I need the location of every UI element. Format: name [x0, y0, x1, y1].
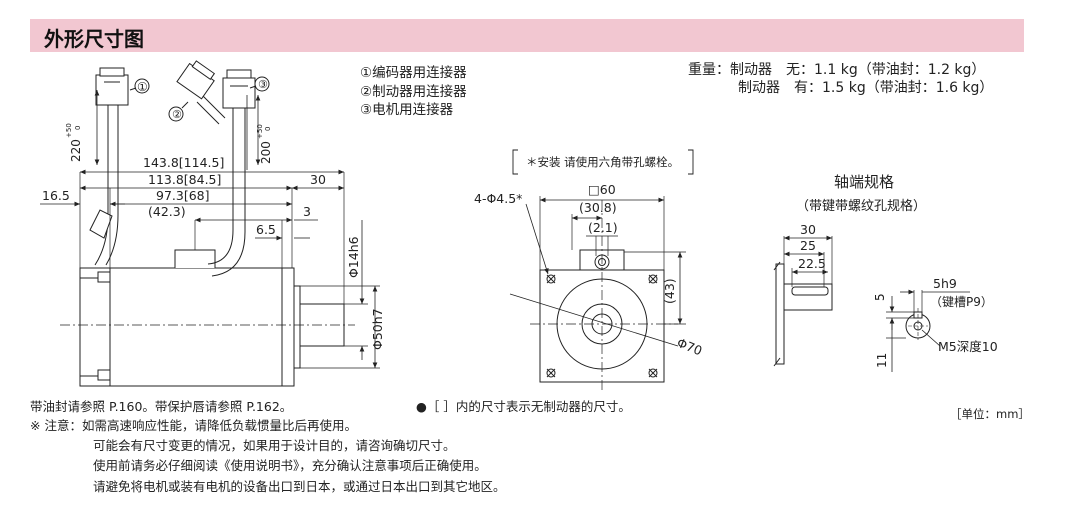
section-title: 外形尺寸图: [44, 27, 144, 51]
dim-3: 3: [303, 204, 311, 219]
dim-spigot-dia: Φ50h7: [370, 308, 385, 350]
shaft-spec-drawing: [773, 235, 970, 372]
dim-square: □60: [588, 182, 616, 197]
dim-308: (30.8): [579, 200, 617, 215]
caution-line-4: 请避免将电机或装有电机的设备出口到日本，或通过日本出口到其它地区。: [93, 479, 506, 494]
connector-legend: ①编码器用连接器 ②制动器用连接器 ③电机用连接器: [360, 64, 467, 120]
dim-shaft-dia: Φ14h6: [346, 236, 361, 278]
spigot: [293, 285, 301, 369]
shaft-spec-subtitle: （带键带螺纹孔规格）: [796, 198, 926, 214]
side-circle-1: ①: [137, 80, 148, 94]
weight-block: 重量：制动器 无：1.1 kg（带油封：1.2 kg）: [688, 61, 985, 79]
dim-shaft-11: 11: [875, 353, 889, 368]
dim-shaft: 30: [310, 172, 326, 187]
side-view: [40, 60, 380, 387]
dim-shaft-25: 25: [800, 238, 816, 253]
weight-label: 重量：: [688, 62, 730, 78]
hole-label: 4-Φ4.5*: [474, 191, 522, 206]
dimension-drawing: 220 +50 0 200 +50 0 ① ② ③ 143.8[114.5] 1…: [40, 60, 998, 392]
legend-brake-connector: ②制动器用连接器: [360, 83, 467, 100]
side-circle-3: ③: [258, 78, 268, 91]
side-circle-2: ②: [172, 108, 182, 121]
caution-line-1: ※ 注意：如需高速响应性能，请降低负载惯量比后再使用。: [30, 418, 357, 433]
install-note: ＊安装 请使用六角带孔螺栓。: [526, 155, 679, 169]
flange: [281, 267, 295, 387]
dim-key-depth: 5: [873, 293, 887, 301]
dim-body2: 97.3[68]: [156, 188, 210, 203]
encoder-connector: [95, 74, 129, 106]
motor-body: [79, 267, 293, 387]
dim-pcd: Φ70: [675, 335, 705, 359]
thread-label: M5深度10: [938, 339, 998, 354]
side-view-labels: 220 +50 0 200 +50 0 ① ② ③ 143.8[114.5] 1…: [42, 78, 385, 350]
front-view-labels: ＊安装 请使用六角带孔螺栓。 4-Φ4.5* □60 (30.8) (2.1) …: [474, 155, 704, 358]
dim-conn: (42.3): [148, 204, 186, 219]
legend-motor-connector: ③电机用连接器: [360, 102, 454, 118]
dim-shaft-225: 22.5: [798, 256, 826, 271]
weight-line-2: 制动器 有：1.5 kg（带油封：1.6 kg）: [738, 80, 994, 96]
legend-encoder-connector: ①编码器用连接器: [360, 65, 467, 81]
dim-total: 143.8[114.5]: [143, 155, 224, 170]
dim-65: 6.5: [256, 222, 276, 237]
cable2-tol-zero: 0: [264, 127, 272, 131]
caution-line-2: 可能会有尺寸变更的情况，如果用于设计目的，请咨询确切尺寸。: [93, 438, 456, 453]
cable1-tol: +50: [65, 123, 73, 138]
cable1-tol-zero: 0: [74, 126, 82, 130]
dim-43: (43): [662, 278, 677, 304]
dim-body1: 113.8[84.5]: [148, 172, 221, 187]
cable2-tol: +50: [256, 124, 264, 139]
unit-label: ［单位：mm］: [950, 407, 1030, 421]
weight-block-2: 制动器 有：1.5 kg（带油封：1.6 kg）: [738, 79, 993, 97]
caution-line-3: 使用前请务必仔细阅读《使用说明书》，充分确认注意事项后正确使用。: [93, 458, 487, 473]
keyway-side: [791, 286, 829, 296]
cable1-length: 220: [69, 139, 83, 162]
cable2-length: 200: [259, 141, 273, 164]
dim-key-width: 5h9: [933, 276, 957, 291]
shaft-spec-title: 轴端规格: [834, 173, 894, 191]
dim-shaft-30: 30: [800, 222, 816, 237]
cable-outlet: [174, 249, 216, 268]
dim-21: (2.1): [588, 220, 618, 235]
front-view: [509, 149, 694, 392]
weight-line-1: 制动器 无：1.1 kg（带油封：1.2 kg）: [730, 62, 986, 78]
motor-connector: [222, 77, 256, 109]
keyway-label: （键槽P9）: [930, 295, 993, 309]
section-header: 外形尺寸图: [30, 19, 1024, 52]
shaft-spec-labels: 轴端规格 （带键带螺纹孔规格） 30 25 22.5 5h9 5 （键槽P9） …: [796, 173, 998, 368]
oil-seal-reference: 带油封请参照 P.160。带保护唇请参照 P.162。: [30, 399, 293, 414]
bracket-note: ●［ ］内的尺寸表示无制动器的尺寸。: [416, 399, 631, 414]
dim-flange: 16.5: [42, 188, 70, 203]
